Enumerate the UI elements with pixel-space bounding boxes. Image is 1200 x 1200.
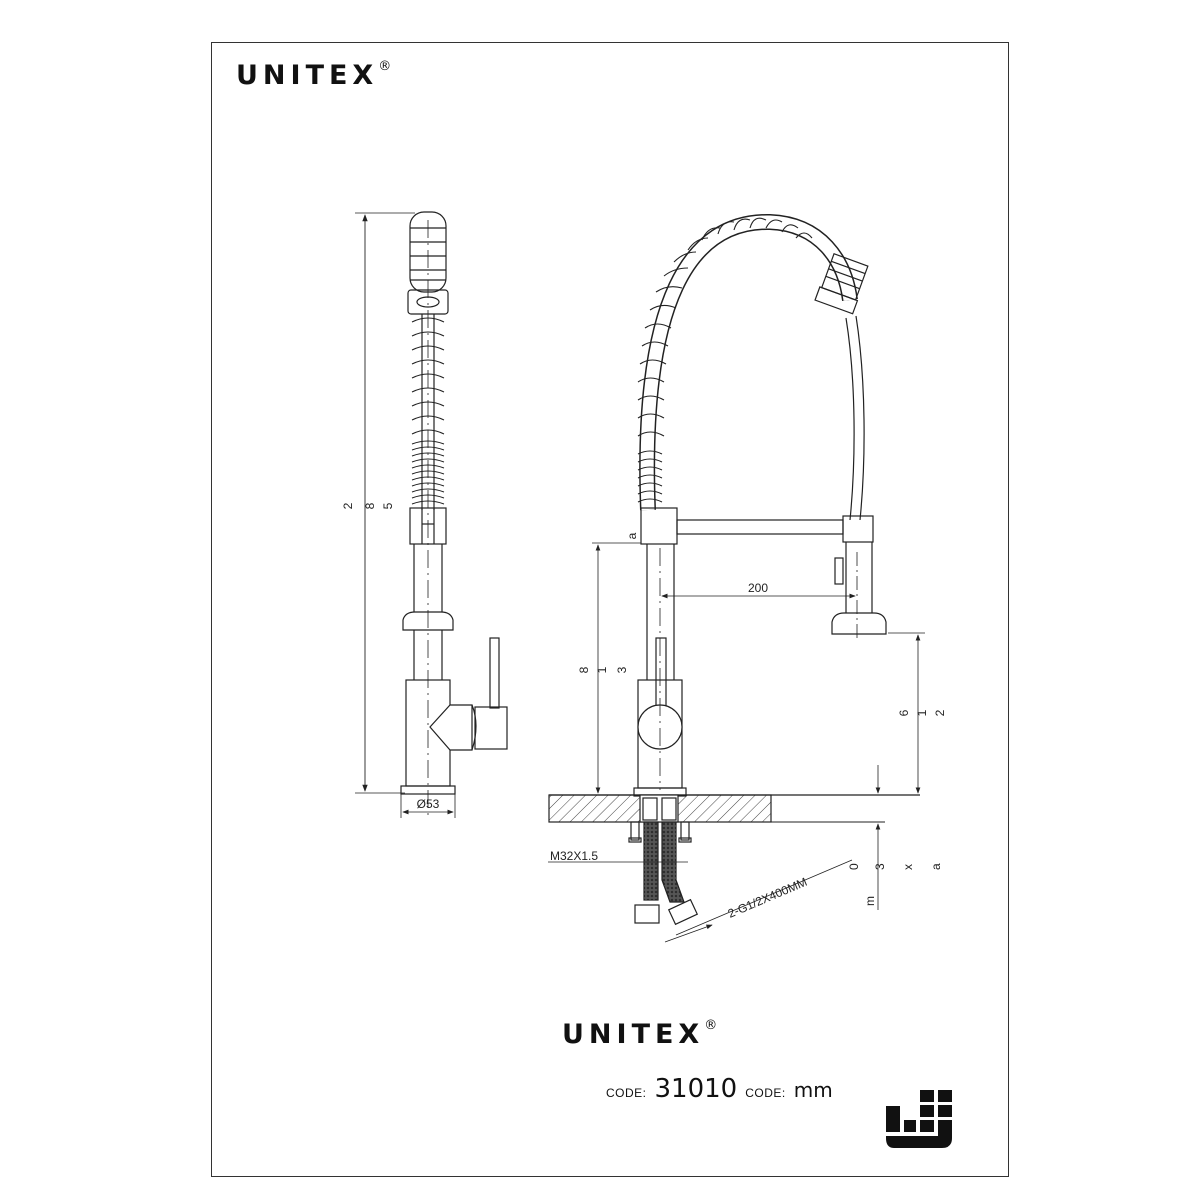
registered-mark: ® xyxy=(704,1018,718,1033)
unit-label: CODE: xyxy=(745,1086,786,1100)
minor-label: a xyxy=(625,532,639,539)
drawing-sheet xyxy=(211,42,1009,1177)
title-block: CODE: 31010 CODE: mm xyxy=(606,1074,833,1104)
code-label: CODE: xyxy=(606,1086,647,1100)
svg-text:1: 1 xyxy=(595,666,609,673)
brand-logo-bottom: UNITEX® xyxy=(562,1018,718,1050)
svg-text:3: 3 xyxy=(873,863,887,870)
brand-text: UNITEX xyxy=(236,60,379,91)
svg-text:8: 8 xyxy=(363,502,377,509)
spout-height-digit: 8 xyxy=(577,666,591,673)
total-height-digit: 2 xyxy=(341,502,355,509)
deck-max-digit: m xyxy=(863,896,877,906)
building-blocks-logo-icon xyxy=(886,1090,952,1148)
svg-text:2: 2 xyxy=(933,709,947,716)
svg-text:3: 3 xyxy=(615,666,629,673)
unit-value: mm xyxy=(793,1078,833,1102)
registered-mark: ® xyxy=(378,59,392,74)
svg-text:a: a xyxy=(929,863,943,870)
svg-text:5: 5 xyxy=(381,502,395,509)
thread-label: M32X1.5 xyxy=(550,849,598,863)
base-diameter-label: Ø53 xyxy=(417,797,440,811)
code-value: 31010 xyxy=(654,1074,738,1104)
svg-text:1: 1 xyxy=(915,709,929,716)
hose-label: 2-G1/2X400MM xyxy=(726,875,809,921)
svg-text:x: x xyxy=(901,864,915,870)
spout-reach-label: 200 xyxy=(748,581,768,595)
brand-text: UNITEX xyxy=(562,1019,705,1050)
brand-logo-top: UNITEX® xyxy=(236,59,392,91)
svg-text:0: 0 xyxy=(847,863,861,870)
outlet-height-digit: 6 xyxy=(897,709,911,716)
front-view xyxy=(548,213,925,943)
side-view xyxy=(355,211,508,818)
